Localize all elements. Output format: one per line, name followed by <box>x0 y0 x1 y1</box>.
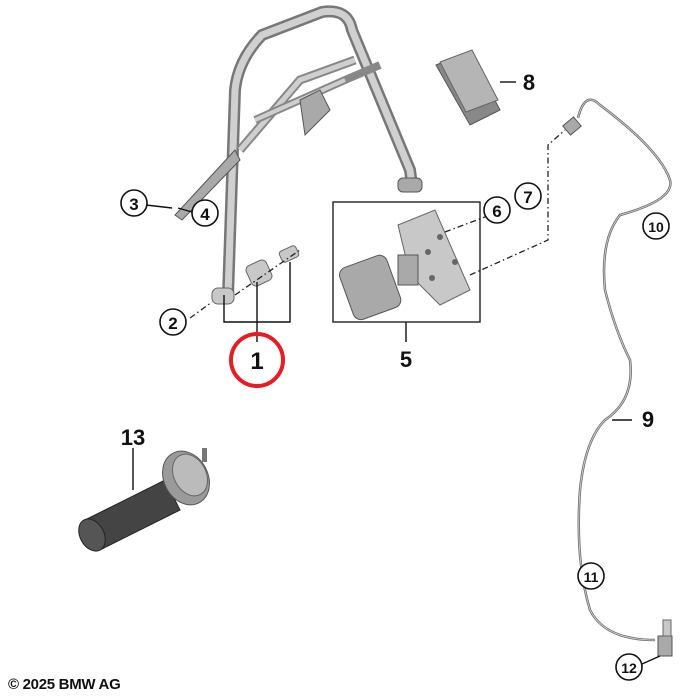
callout-2[interactable]: 2 <box>159 308 187 336</box>
callout-1-highlighted[interactable]: 1 <box>229 332 285 388</box>
callout-3-label: 3 <box>129 195 138 214</box>
callout-3[interactable]: 3 <box>120 189 148 217</box>
part-9-cable <box>562 98 673 657</box>
callout-2-label: 2 <box>168 314 177 333</box>
callout-4-label: 4 <box>200 205 210 224</box>
highlight-ring <box>229 332 285 388</box>
callout-9[interactable]: 9 <box>642 407 654 432</box>
callout-1-label: 1 <box>250 348 263 375</box>
callout-13[interactable]: 13 <box>121 425 145 450</box>
callout-10[interactable]: 10 <box>642 212 670 240</box>
callout-12[interactable]: 12 <box>615 653 643 681</box>
callout-7-label: 7 <box>523 188 532 207</box>
part-13-throttle-grip <box>78 448 210 552</box>
callout-12-label: 12 <box>621 660 637 676</box>
callout-11[interactable]: 11 <box>577 562 605 590</box>
callout-6[interactable]: 6 <box>483 196 511 224</box>
callout-6-label: 6 <box>492 202 501 221</box>
callout-4[interactable]: 4 <box>191 199 219 227</box>
crash-bar-part <box>174 5 423 305</box>
part-8-cover <box>435 49 501 126</box>
callout-7[interactable]: 7 <box>514 182 542 210</box>
part-5-mount <box>339 209 471 321</box>
callout-8[interactable]: 8 <box>523 70 535 95</box>
copyright-notice: © 2025 BMW AG <box>8 676 121 693</box>
callout-11-label: 11 <box>584 569 599 585</box>
callout-5[interactable]: 5 <box>400 347 412 372</box>
callout-10-label: 10 <box>648 219 664 235</box>
